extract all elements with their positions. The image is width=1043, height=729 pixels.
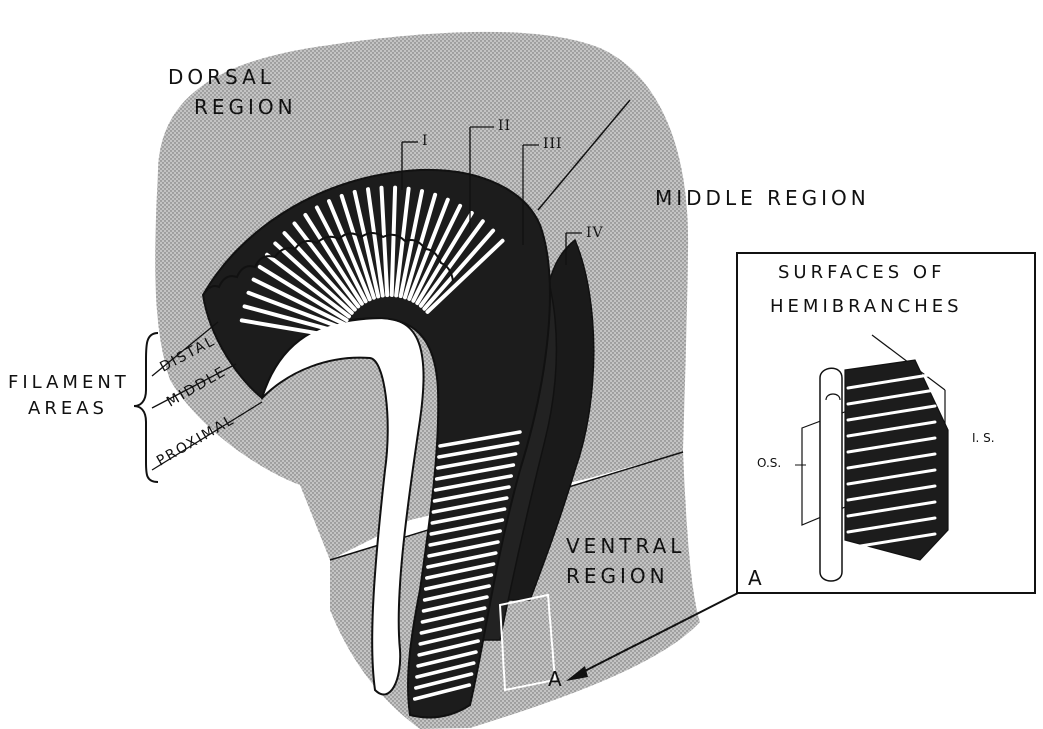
inset-corner-label-a: A: [748, 566, 766, 590]
ventral-region-label-line2: REGION: [566, 564, 669, 588]
dorsal-region-label-line2: REGION: [194, 95, 297, 119]
hemibranch-label-iv: IV: [586, 225, 604, 241]
inset-title-line2: HEMIBRANCHES: [770, 296, 963, 317]
hemibranch-label-iii: III: [543, 136, 563, 152]
middle-region-label: MIDDLE REGION: [655, 186, 870, 210]
inner-surface-label: I. S.: [972, 431, 995, 445]
ventral-region-label-line1: VENTRAL: [566, 534, 685, 558]
filament-areas-label-line1: FILAMENT: [8, 372, 130, 393]
filament-areas-brace: [134, 333, 158, 482]
filament-areas-label-line2: AREAS: [28, 398, 108, 419]
inset-title-line1: SURFACES OF: [778, 262, 945, 283]
outer-surface-label: O.S.: [757, 456, 781, 470]
pointer-label-a: A: [548, 667, 566, 691]
inset-gill-rod: [820, 368, 842, 581]
inset-panel: SURFACES OF HEMIBRANCHES O.S. I. S. A: [737, 253, 1035, 593]
dorsal-region-label-line1: DORSAL: [168, 65, 275, 89]
hemibranch-label-ii: II: [498, 118, 511, 134]
hemibranch-label-i: I: [422, 133, 429, 149]
